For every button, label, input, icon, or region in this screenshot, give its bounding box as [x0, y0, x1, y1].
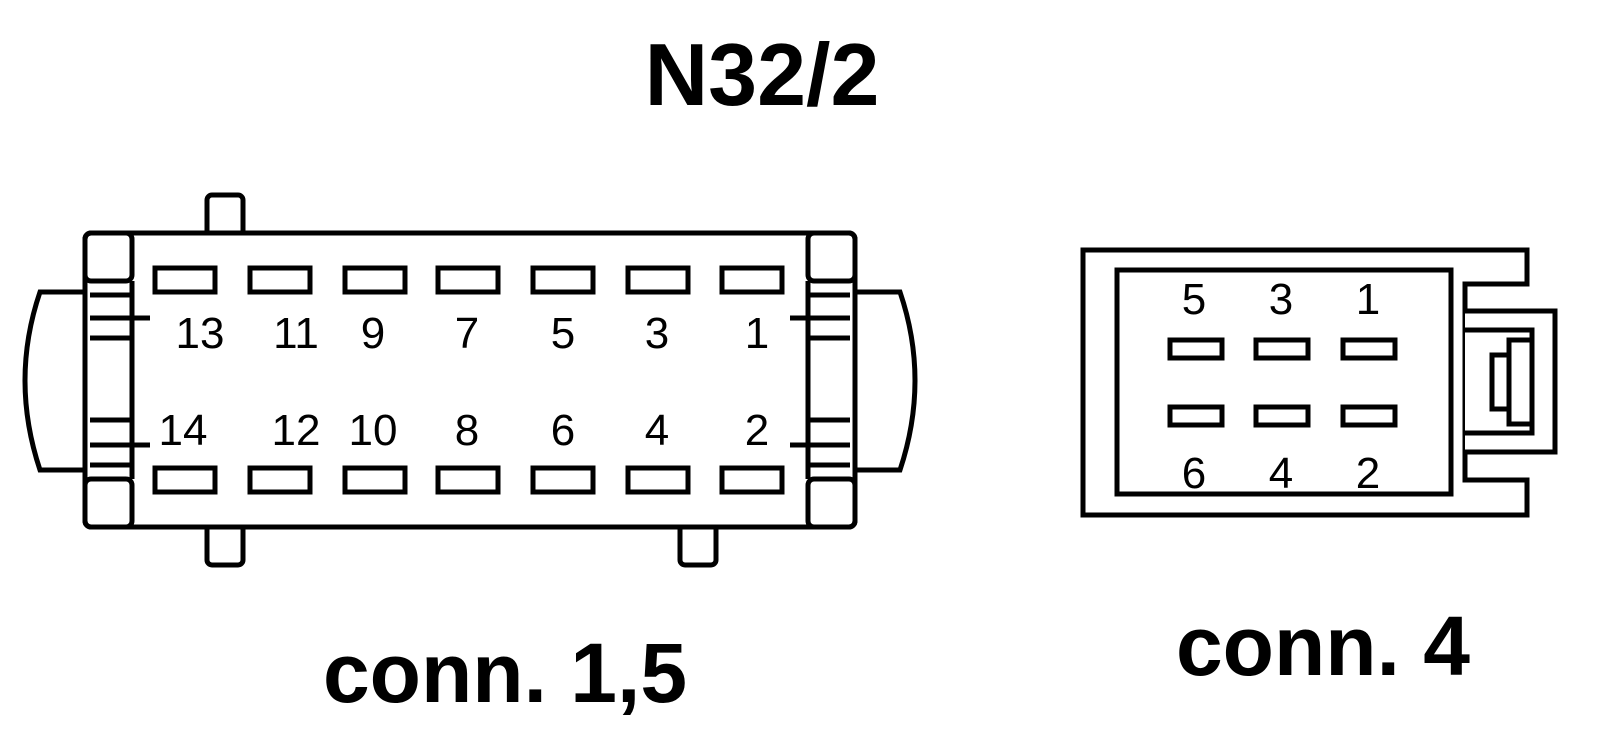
pin-slot: [625, 465, 691, 495]
pin-number: 9: [361, 309, 385, 358]
pin-number: 11: [273, 309, 319, 358]
pin-number: 2: [745, 406, 769, 455]
diagram-title: N32/2: [645, 25, 880, 124]
connector-4-label: conn. 4: [1176, 599, 1470, 693]
pin-number: 8: [455, 406, 479, 455]
pin-number: 1: [1356, 275, 1380, 324]
latch-rim: [1506, 337, 1535, 427]
left-wing: [22, 289, 88, 473]
connector-1-5-label: conn. 1,5: [323, 626, 687, 720]
connector-1-5-slots: [152, 265, 785, 495]
connector-4-top-pin-numbers: 5 3 1: [1182, 275, 1380, 324]
pin-slot: [1340, 337, 1398, 361]
pin-number: 6: [1182, 449, 1206, 498]
pin-slot: [1340, 404, 1398, 428]
pin-slot: [435, 465, 501, 495]
pin-number: 3: [645, 309, 669, 358]
pin-slot: [1253, 404, 1311, 428]
pin-slot: [342, 465, 408, 495]
pin-number: 3: [1269, 275, 1293, 324]
pin-number: 12: [272, 406, 321, 455]
connector-1-5-housing: [22, 192, 918, 568]
corner-block-br: [805, 476, 858, 530]
pin-number: 10: [349, 406, 398, 455]
outer-body: [1080, 247, 1530, 518]
connector-4-housing: [1080, 247, 1558, 518]
connector-4-slots: [1167, 337, 1398, 428]
pin-slot: [719, 465, 785, 495]
pin-number: 2: [1356, 449, 1380, 498]
pin-number: 13: [176, 309, 225, 358]
pin-number: 14: [159, 406, 208, 455]
pin-number: 5: [1182, 275, 1206, 324]
pin-number: 4: [1269, 449, 1293, 498]
latch-button: [1489, 352, 1512, 412]
connector-1-5-top-pin-numbers: 13 11 9 7 5 3 1: [176, 309, 770, 358]
corner-block-tl: [82, 230, 135, 284]
right-latch: [790, 281, 850, 479]
right-wing: [852, 289, 918, 473]
pin-slot: [247, 465, 313, 495]
pin-number: 1: [745, 309, 769, 358]
pin-number: 7: [455, 309, 479, 358]
pin-slot: [152, 265, 218, 295]
pin-slot: [530, 265, 596, 295]
pin-slot: [435, 265, 501, 295]
main-body: [82, 230, 858, 530]
connector-4-bottom-pin-numbers: 6 4 2: [1182, 449, 1380, 498]
pin-number: 5: [551, 309, 575, 358]
pin-slot: [342, 265, 408, 295]
corner-block-bl: [82, 476, 135, 530]
pin-slot: [247, 265, 313, 295]
corner-block-tr: [805, 230, 858, 284]
pin-slot: [530, 465, 596, 495]
left-latch: [90, 281, 150, 479]
pin-slot: [152, 465, 218, 495]
inner-face: [1114, 267, 1454, 497]
pin-number: 4: [645, 406, 669, 455]
pin-slot: [1253, 337, 1311, 361]
pin-slot: [1167, 337, 1225, 361]
pin-slot: [719, 265, 785, 295]
pin-slot: [625, 265, 691, 295]
pin-number: 6: [551, 406, 575, 455]
connector-1-5-bottom-pin-numbers: 14 12 10 8 6 4 2: [159, 406, 770, 455]
pin-slot: [1167, 404, 1225, 428]
